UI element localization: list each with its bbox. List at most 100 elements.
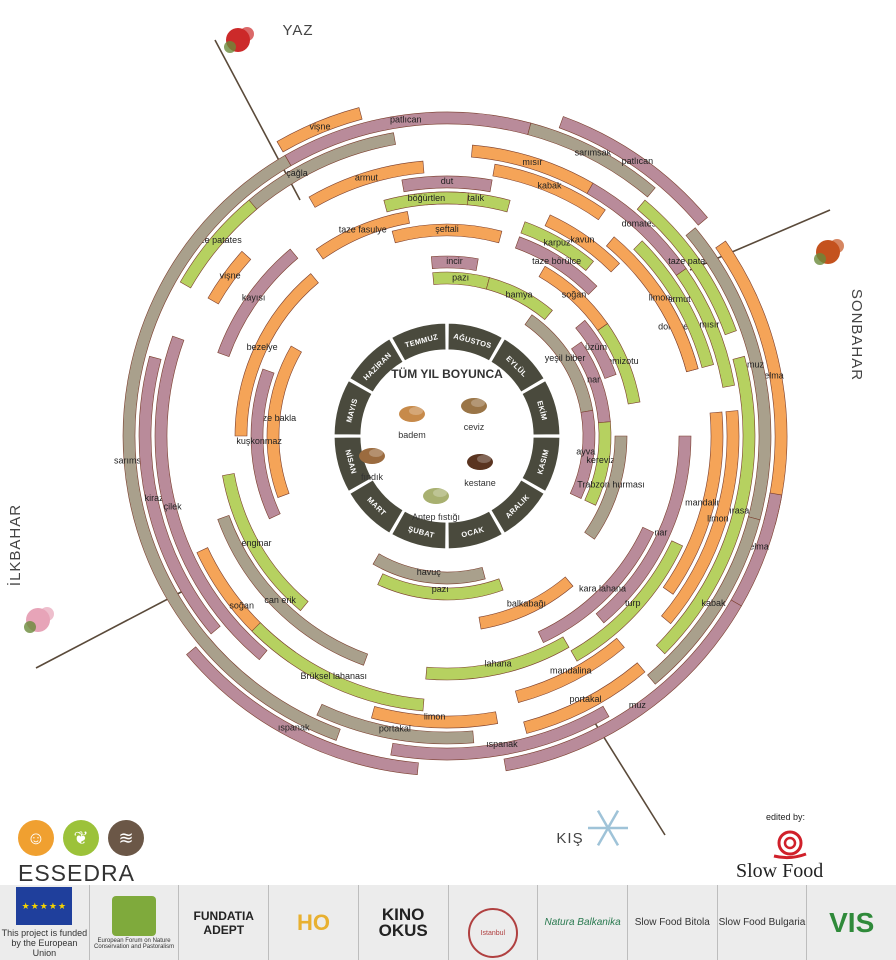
crop-arc <box>492 163 606 221</box>
partner-logo: Istanbul <box>449 885 539 960</box>
slowfood-snail-icon <box>773 830 807 860</box>
crop-label: can erik <box>264 595 296 605</box>
crop-label: mısır <box>522 157 542 167</box>
crop-arc <box>425 636 570 681</box>
crop-arc <box>558 116 708 226</box>
crop-arc <box>276 107 363 153</box>
crop-label: limon <box>707 513 729 523</box>
crop-arc <box>584 421 612 506</box>
almond-icon <box>399 406 425 422</box>
partner-name: Slow Food Bitola <box>634 917 710 928</box>
wheat-icon: ≋ <box>108 820 144 856</box>
hazelnut-icon <box>359 448 385 464</box>
partner-name: Istanbul <box>480 930 506 937</box>
istanbul-seal-icon <box>467 908 518 958</box>
crop-arc <box>675 268 735 388</box>
crop-label: patlıcan <box>622 156 654 166</box>
crop-label: kabak <box>701 598 726 608</box>
efncp-icon <box>112 895 157 936</box>
crop-label: sarımsak <box>114 456 151 466</box>
partner-logo: VIS <box>807 885 896 960</box>
crop-label: elma <box>764 370 784 380</box>
crop-label: kayısı <box>242 293 266 303</box>
crop-arc <box>569 409 596 499</box>
crop-arc <box>605 236 699 373</box>
crop-label: pazı <box>432 584 449 594</box>
crop-label: kiraz <box>145 493 165 503</box>
month-segment <box>348 478 405 535</box>
crop-arc <box>308 160 425 208</box>
crop-label: karpuz <box>543 237 571 247</box>
partner-logo: KINO OKUS <box>359 885 449 960</box>
season-label: KIŞ <box>556 830 583 847</box>
partner-logo: FUNDATIA ADEPT <box>179 885 270 960</box>
crop-label: dut <box>441 176 454 186</box>
crop-label: soğan <box>229 600 254 610</box>
crop-arc <box>647 516 761 685</box>
crop-label: lahana <box>485 658 512 668</box>
partner-name: This project is funded by the European U… <box>1 928 88 958</box>
crop-label: Brüksel lahanası <box>300 671 367 681</box>
crop-arc <box>520 221 594 271</box>
season-label: İLKBAHAR <box>6 504 24 586</box>
partner-logo: HO <box>269 885 359 960</box>
month-segment <box>348 337 405 394</box>
crop-label: üzüm <box>585 342 607 352</box>
month-segment <box>521 436 561 493</box>
crop-label: nar <box>654 528 667 538</box>
partner-name: Slow Food Bulgaria <box>718 917 806 928</box>
partner-name: FUNDATIA ADEPT <box>193 908 254 937</box>
crop-label: limon <box>424 712 446 722</box>
crop-label: armut <box>355 172 379 182</box>
season-label: YAZ <box>282 22 313 39</box>
crop-label: bezelye <box>247 342 278 352</box>
crop-label: ayva <box>576 446 595 456</box>
crop-label: pazı <box>452 273 469 283</box>
crop-label: vişne <box>309 121 330 131</box>
crop-arc <box>584 435 628 540</box>
crop-label: pırasa <box>724 506 749 516</box>
essedra-wordmark: ESSEDRA <box>18 860 135 886</box>
crop-arc <box>503 599 742 772</box>
crop-arcs: vişnepatlıcansarımsakpatlıcançağlamısırt… <box>114 107 788 776</box>
crop-arc <box>537 526 655 644</box>
crop-label: kuşkonmaz <box>236 436 282 446</box>
essedra-logo: ☺ ❦ ≋ ESSEDRA <box>18 820 148 886</box>
crop-label: muz <box>747 360 765 370</box>
crop-arc <box>377 573 504 601</box>
season-divider-line <box>35 589 186 669</box>
center-all-year: TÜM YIL BOYUNCAbademcevizfındıkkestaneAn… <box>359 351 532 522</box>
person-icon: ☺ <box>18 820 54 856</box>
crop-label: kabak <box>538 180 563 190</box>
crop-arc <box>217 514 369 666</box>
crop-label: elma <box>749 542 769 552</box>
crop-label: şeftali <box>435 224 459 234</box>
partner-logo: Natura Balkanika <box>538 885 628 960</box>
crop-arc <box>390 705 610 761</box>
poppy-wheat-icon <box>224 27 254 53</box>
crop-label: çilek <box>164 502 183 512</box>
crop-label: balkabağı <box>507 598 546 608</box>
pistachio-icon <box>423 488 449 504</box>
partner-name: Natura Balkanika <box>544 917 621 928</box>
month-segment <box>489 337 546 394</box>
center-title: TÜM YIL BOYUNCA <box>391 366 503 381</box>
snowflake-icon <box>588 810 628 846</box>
crop-label: semizotu <box>603 356 639 366</box>
center-disc <box>362 351 532 521</box>
month-segment <box>390 510 447 550</box>
crop-arc <box>527 122 656 198</box>
month-segment <box>447 510 504 550</box>
crop-arc <box>179 199 258 289</box>
season-label: SONBAHAR <box>848 289 865 381</box>
crop-arc <box>633 240 714 369</box>
crop-arc <box>430 255 479 271</box>
crop-arc <box>186 646 419 776</box>
crop-label: kara lahana <box>579 584 626 594</box>
crop-arc <box>661 410 740 625</box>
crop-label: limon <box>649 293 671 303</box>
crop-arc <box>523 662 646 734</box>
crop-arc <box>207 250 252 305</box>
crop-label: ıspanak <box>278 722 310 732</box>
